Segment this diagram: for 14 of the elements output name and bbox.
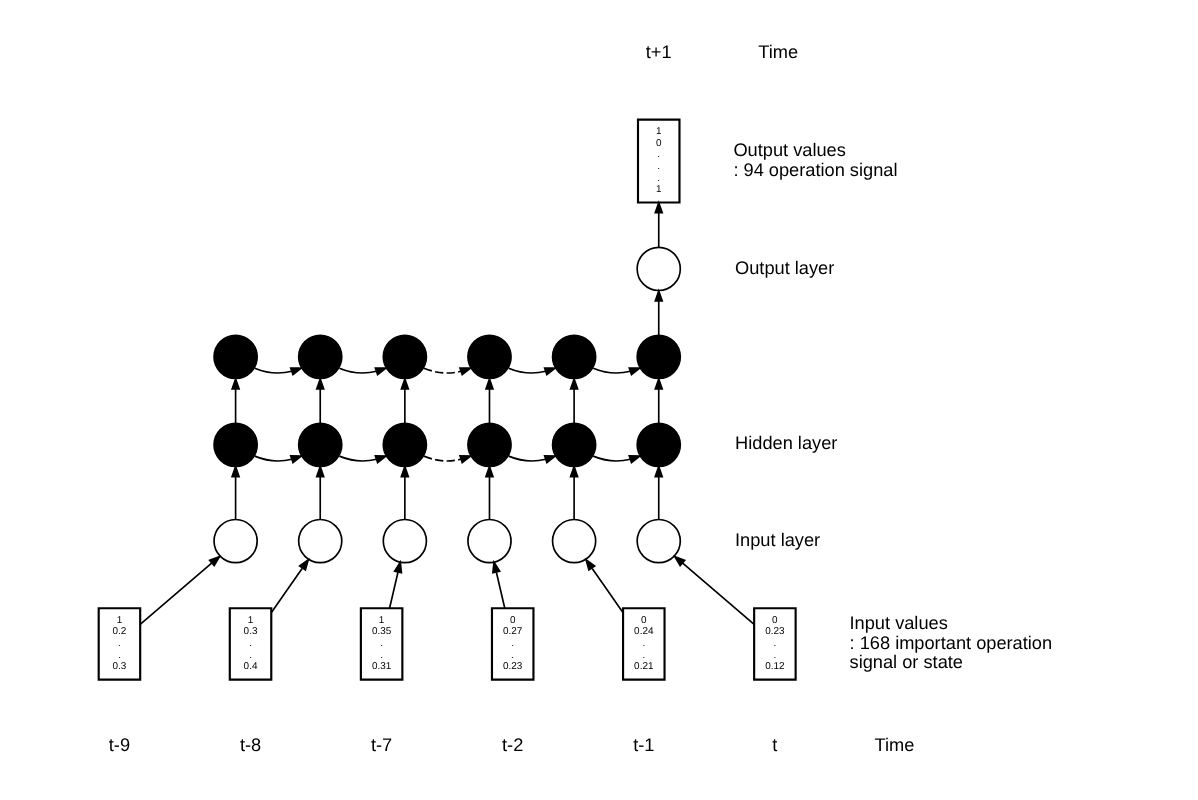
- label: Output layer: [735, 257, 835, 278]
- label: Input values : 168 important operation signal or state: [849, 612, 1053, 673]
- node-label: t-7: [370, 735, 393, 756]
- node-label: t-1: [633, 735, 655, 756]
- node-label: t+1: [645, 41, 672, 62]
- node-label: t-9: [108, 735, 131, 756]
- node-label: t-8: [239, 735, 262, 756]
- label: Hidden layer: [735, 433, 838, 454]
- label: Output values : 94 operation signal: [733, 139, 898, 180]
- node-label: t-2: [502, 735, 524, 756]
- node-label: t: [772, 735, 778, 756]
- label: Time: [874, 735, 915, 756]
- label: Time: [758, 41, 799, 62]
- label: Input layer: [735, 529, 821, 550]
